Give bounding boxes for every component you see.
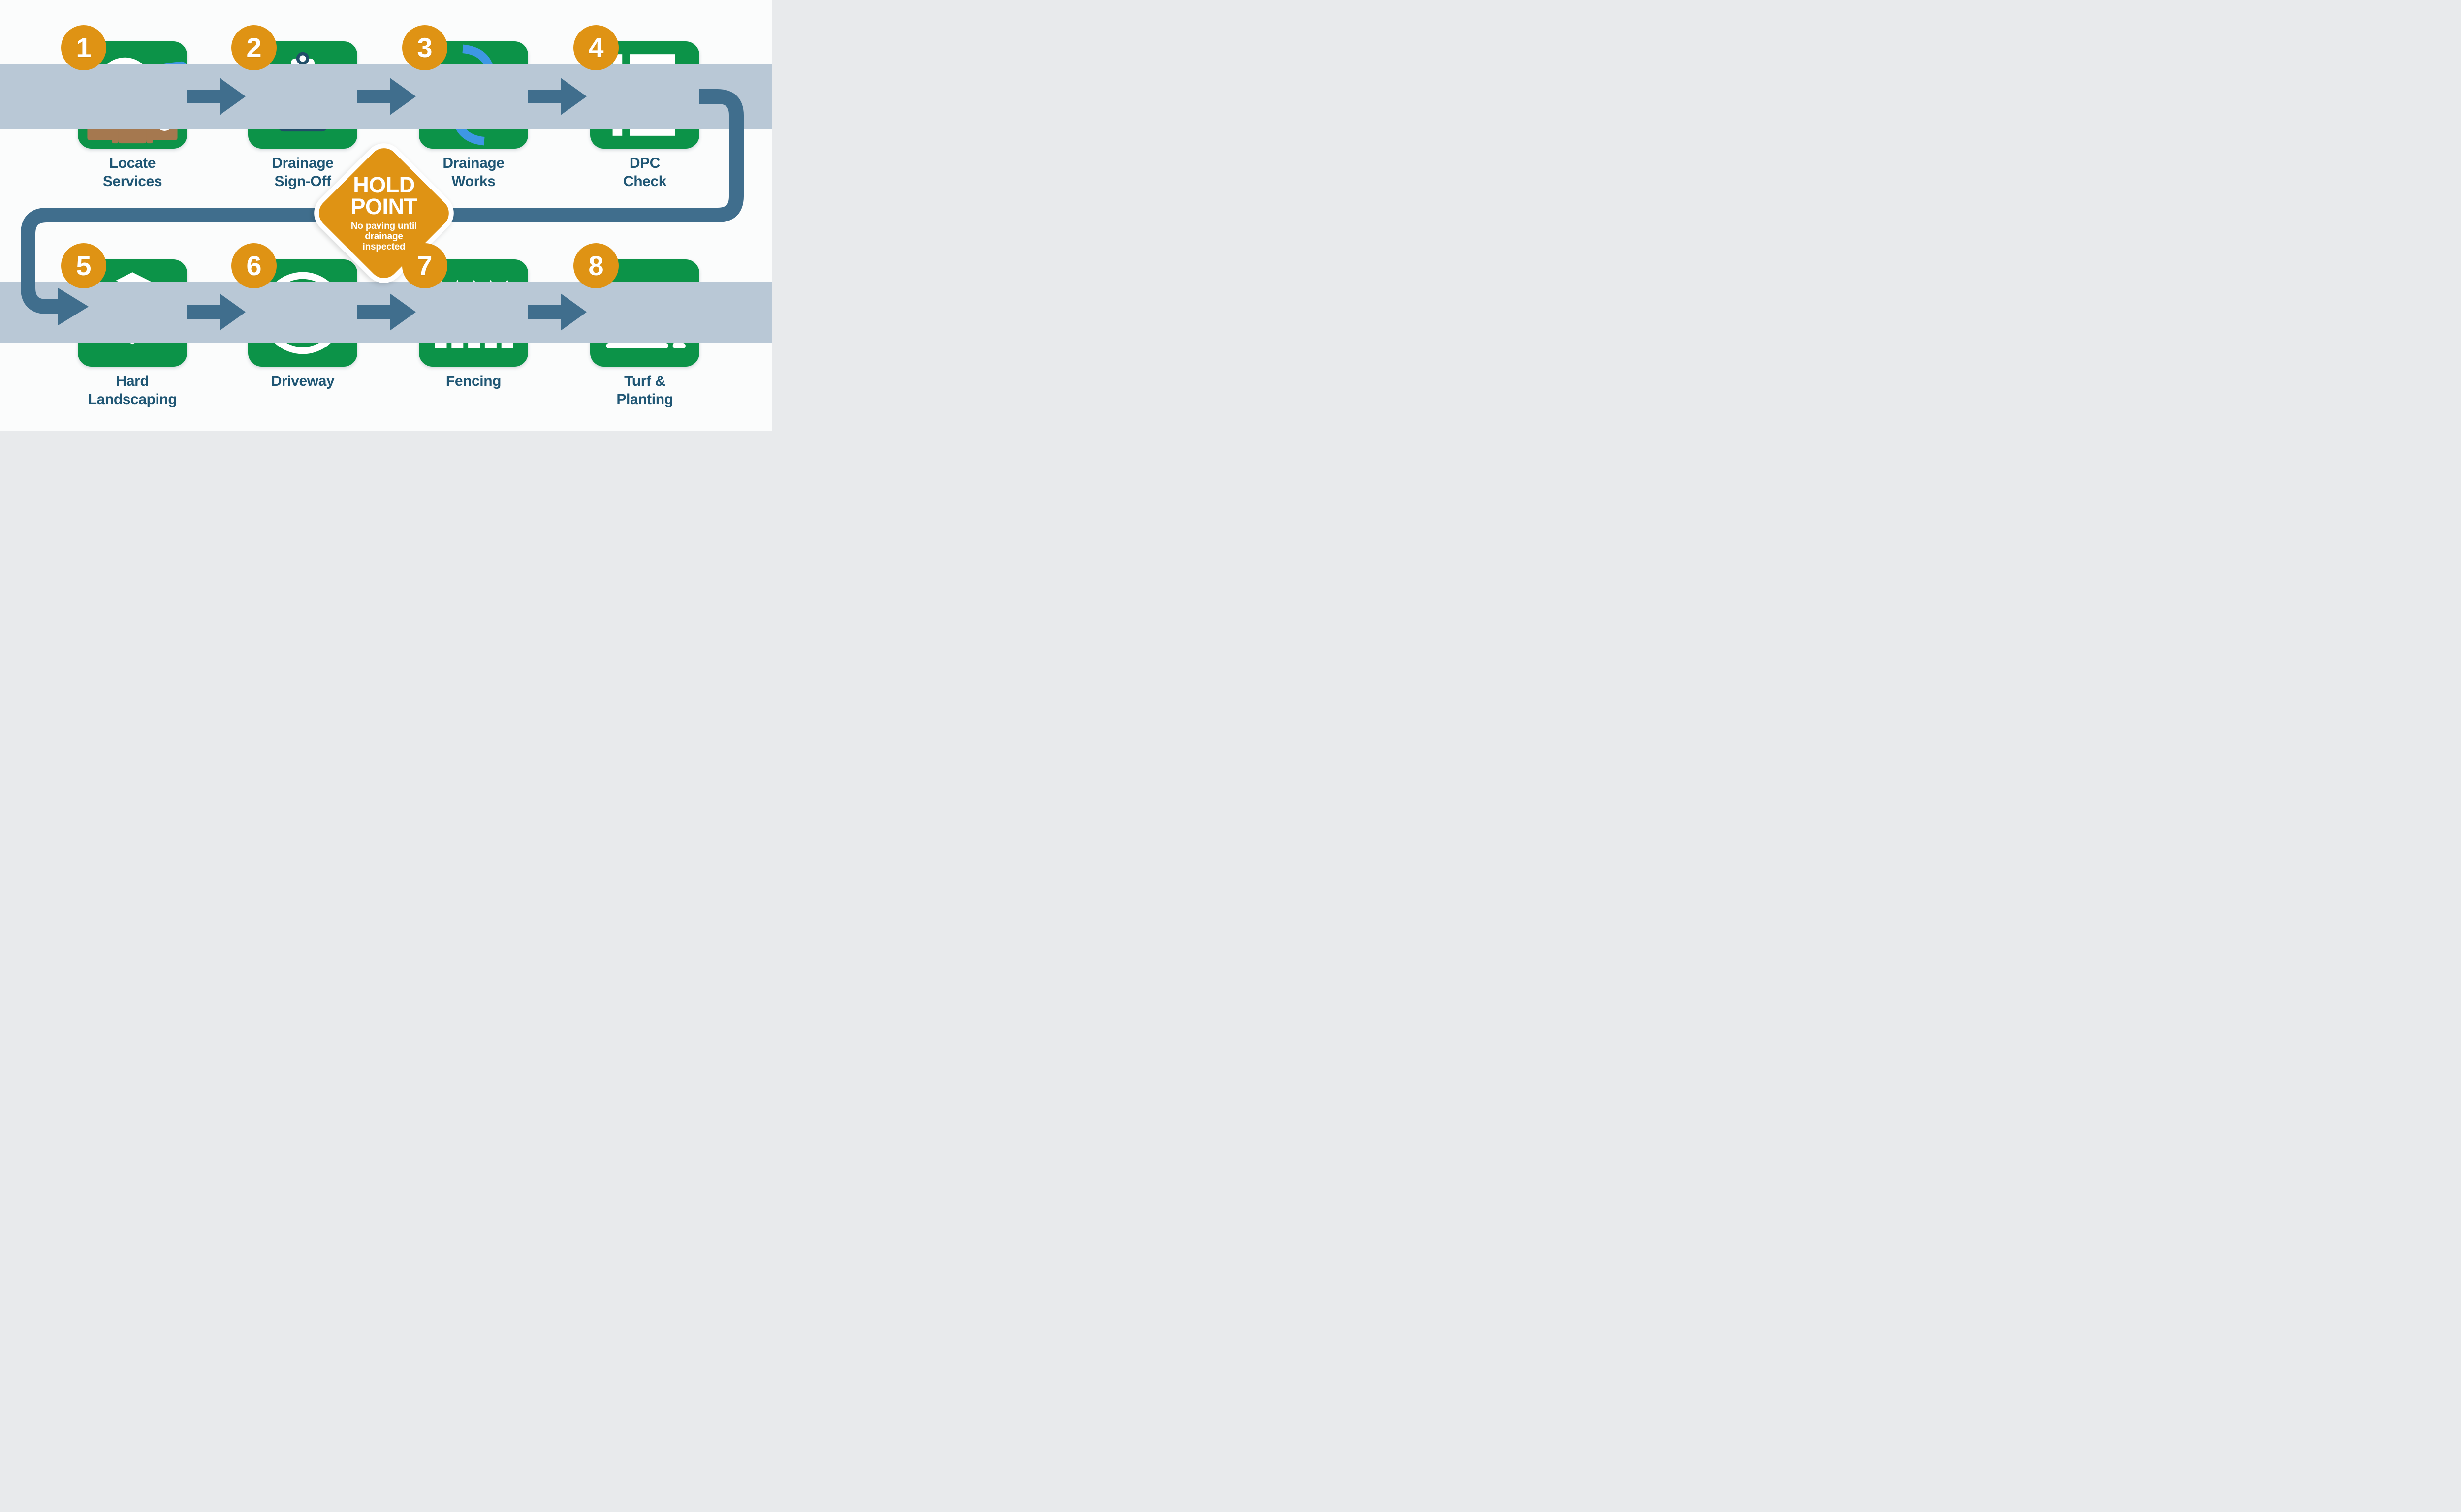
step-label: Fencing	[445, 373, 502, 389]
step-number-badge: 5	[61, 243, 106, 288]
step-label: Drainage Sign-Off	[272, 155, 334, 189]
step-label: Driveway	[271, 373, 335, 389]
step-number-badge: 6	[231, 243, 277, 288]
step-label: Locate Services	[102, 155, 162, 189]
arrow-step7-step8	[528, 293, 587, 331]
arrow-step2-step3	[357, 78, 416, 115]
step-label: DPC Check	[623, 155, 667, 189]
hold-point-title: HOLD POINT	[350, 172, 417, 219]
step-number-badge: 7	[402, 243, 447, 288]
step-label: Drainage Works	[442, 155, 505, 189]
arrow-step3-step4	[528, 78, 587, 115]
arrow-step6-step7	[357, 293, 416, 331]
step-number-badge: 3	[402, 25, 447, 70]
step-number-badge: 1	[61, 25, 106, 70]
step-label: Hard Landscaping	[88, 373, 177, 408]
process-flow-infographic: 1 Locate Services 2 Drainage Sign-Off	[0, 0, 772, 431]
step-number-badge: 2	[231, 25, 277, 70]
step-number-badge: 4	[573, 25, 619, 70]
step-number-badge: 8	[573, 243, 619, 288]
return-connector-arrowhead	[58, 288, 89, 325]
step-label: Turf & Planting	[616, 373, 673, 408]
arrow-step5-step6	[187, 293, 246, 331]
arrow-step1-step2	[187, 78, 246, 115]
hold-point-subtitle: No paving until drainage inspected	[350, 220, 417, 252]
